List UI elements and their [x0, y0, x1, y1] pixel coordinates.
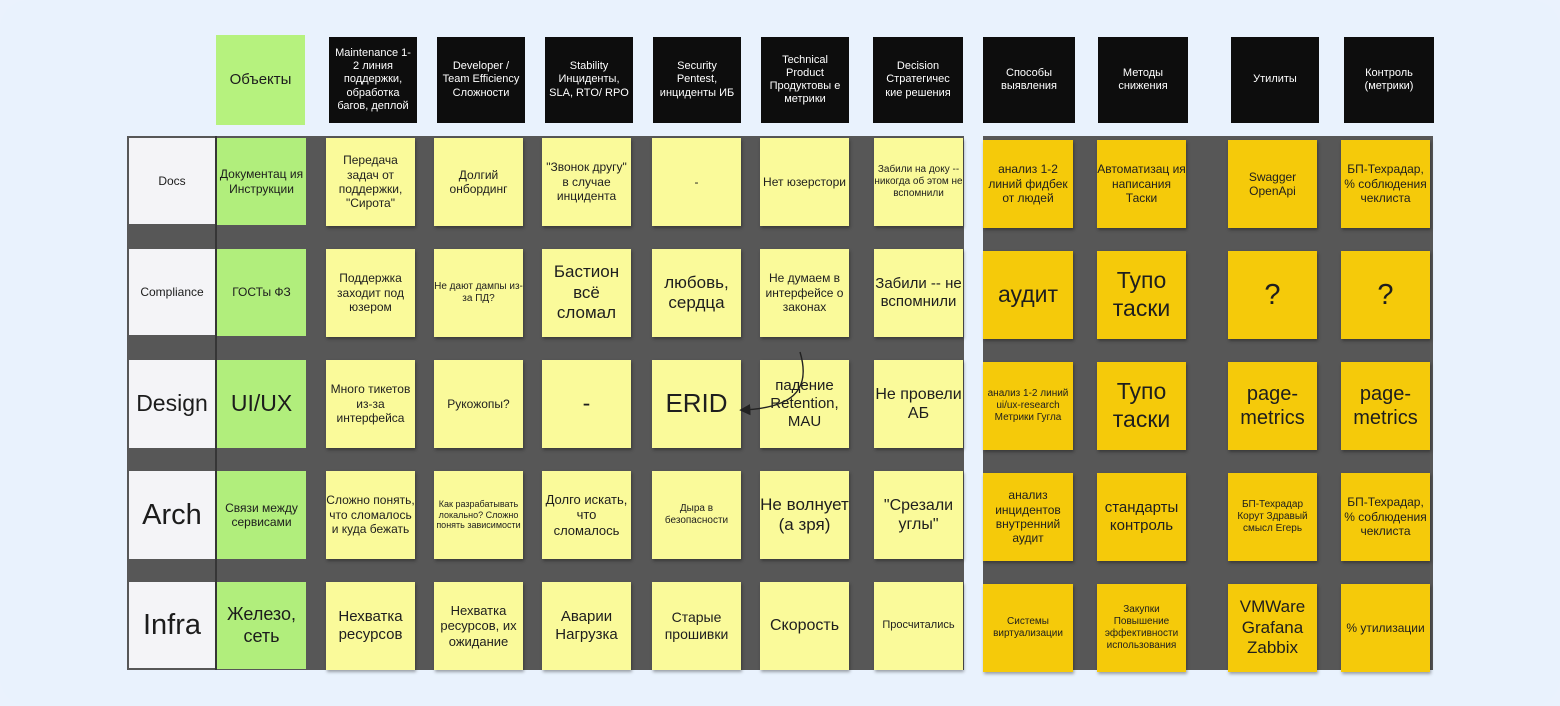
sticky-docs-maintenance: Передача задач от поддержки, "Сирота" [326, 138, 415, 226]
sticky-design-control: page-metrics [1341, 362, 1430, 450]
sticky-docs-decision: Забили на доку -- никогда об этом не всп… [874, 138, 963, 226]
sticky-arch-technical-product: Не волнует (а зря) [760, 471, 849, 559]
sticky-compliance-stability: Бастион всё сломал [542, 249, 631, 337]
sticky-infra-technical-product: Скорость [760, 582, 849, 670]
sticky-infra-security: Старые прошивки [652, 582, 741, 670]
header-col-stability: Stability Инциденты, SLA, RTO/ RPO [545, 37, 633, 123]
header-col-developer: Developer / Team Efficiency Сложности [437, 37, 525, 123]
sticky-docs-control: БП-Техрадар, % соблюдения чеклиста [1341, 140, 1430, 228]
sticky-compliance-detection: аудит [983, 251, 1073, 339]
sticky-arch-detection: анализ инцидентов внутренний аудит [983, 473, 1073, 561]
sticky-docs-technical-product: Нет юзерстори [760, 138, 849, 226]
row-label-arch: Arch [129, 471, 215, 559]
sticky-arch-maintenance: Сложно понять, что сломалось и куда бежа… [326, 471, 415, 559]
header-col-security: Security Pentest, инциденты ИБ [653, 37, 741, 123]
sticky-infra-mitigation: Закупки Повышение эффективности использо… [1097, 584, 1186, 672]
sticky-compliance-utilities: ? [1228, 251, 1317, 339]
sticky-compliance-developer: Не дают дампы из-за ПД? [434, 249, 523, 337]
sticky-arch-utilities: БП-Техрадар Корут Здравый смысл Егерь [1228, 473, 1317, 561]
sticky-infra-developer: Нехватка ресурсов, их ожидание [434, 582, 523, 670]
sticky-design-developer: Рукожопы? [434, 360, 523, 448]
sticky-docs-security: - [652, 138, 741, 226]
header-col-mitigation: Методы снижения [1098, 37, 1188, 123]
header-col-decision: Decision Стратегичес кие решения [873, 37, 963, 123]
sticky-infra-decision: Просчитались [874, 582, 963, 670]
sticky-docs-mitigation: Автоматизац ия написания Таски [1097, 140, 1186, 228]
sticky-docs-stability: "Звонок другу" в случае инцидента [542, 138, 631, 226]
object-infra: Железо, сеть [217, 582, 306, 669]
sticky-arch-stability: Долго искать, что сломалось [542, 471, 631, 559]
row-label-docs: Docs [129, 138, 215, 224]
header-col-maintenance: Maintenance 1-2 линия поддержки, обработ… [329, 37, 417, 123]
row-label-compliance: Compliance [129, 249, 215, 335]
sticky-compliance-control: ? [1341, 251, 1430, 339]
sticky-compliance-mitigation: Тупо таски [1097, 251, 1186, 339]
sticky-infra-maintenance: Нехватка ресурсов [326, 582, 415, 670]
sticky-compliance-technical-product: Не думаем в интерфейсе о законах [760, 249, 849, 337]
object-design: UI/UX [217, 360, 306, 448]
sticky-docs-utilities: Swagger OpenApi [1228, 140, 1317, 228]
header-col-technical-product: Technical Product Продуктовы е метрики [761, 37, 849, 123]
sticky-design-stability: - [542, 360, 631, 448]
sticky-design-detection: анализ 1-2 линий ui/ux-research Метрики … [983, 362, 1073, 450]
row-label-design: Design [129, 360, 215, 448]
sticky-compliance-security: любовь, сердца [652, 249, 741, 337]
object-arch: Связи между сервисами [217, 471, 306, 559]
sticky-infra-utilities: VMWare Grafana Zabbix [1228, 584, 1317, 672]
sticky-design-decision: Не провели АБ [874, 360, 963, 448]
sticky-infra-stability: Аварии Нагрузка [542, 582, 631, 670]
sticky-design-security: ERID [652, 360, 741, 448]
sticky-design-utilities: page-metrics [1228, 362, 1317, 450]
header-col-detection: Способы выявления [983, 37, 1075, 123]
sticky-docs-developer: Долгий онбординг [434, 138, 523, 226]
object-docs: Документац ия Инструкции [217, 138, 306, 225]
sticky-design-mitigation: Тупо таски [1097, 362, 1186, 450]
row-label-infra: Infra [129, 582, 215, 668]
sticky-design-technical-product: падение Retention, MAU [760, 360, 849, 448]
sticky-arch-control: БП-Техрадар, % соблюдения чеклиста [1341, 473, 1430, 561]
sticky-arch-mitigation: стандарты контроль [1097, 473, 1186, 561]
header-col-utilities: Утилиты [1231, 37, 1319, 123]
header-objects: Объекты [216, 35, 305, 125]
sticky-arch-developer: Как разрабатывать локально? Сложно понят… [434, 471, 523, 559]
sticky-infra-detection: Системы виртуализации [983, 584, 1073, 672]
sticky-docs-detection: анализ 1-2 линий фидбек от людей [983, 140, 1073, 228]
sticky-infra-control: % утилизации [1341, 584, 1430, 672]
sticky-arch-security: Дыра в безопасности [652, 471, 741, 559]
sticky-compliance-decision: Забили -- не вспомнили [874, 249, 963, 337]
sticky-arch-decision: "Срезали углы" [874, 471, 963, 559]
sticky-design-maintenance: Много тикетов из-за интерфейса [326, 360, 415, 448]
header-col-control: Контроль (метрики) [1344, 37, 1434, 123]
object-compliance: ГОСТы ФЗ [217, 249, 306, 336]
sticky-compliance-maintenance: Поддержка заходит под юзером [326, 249, 415, 337]
